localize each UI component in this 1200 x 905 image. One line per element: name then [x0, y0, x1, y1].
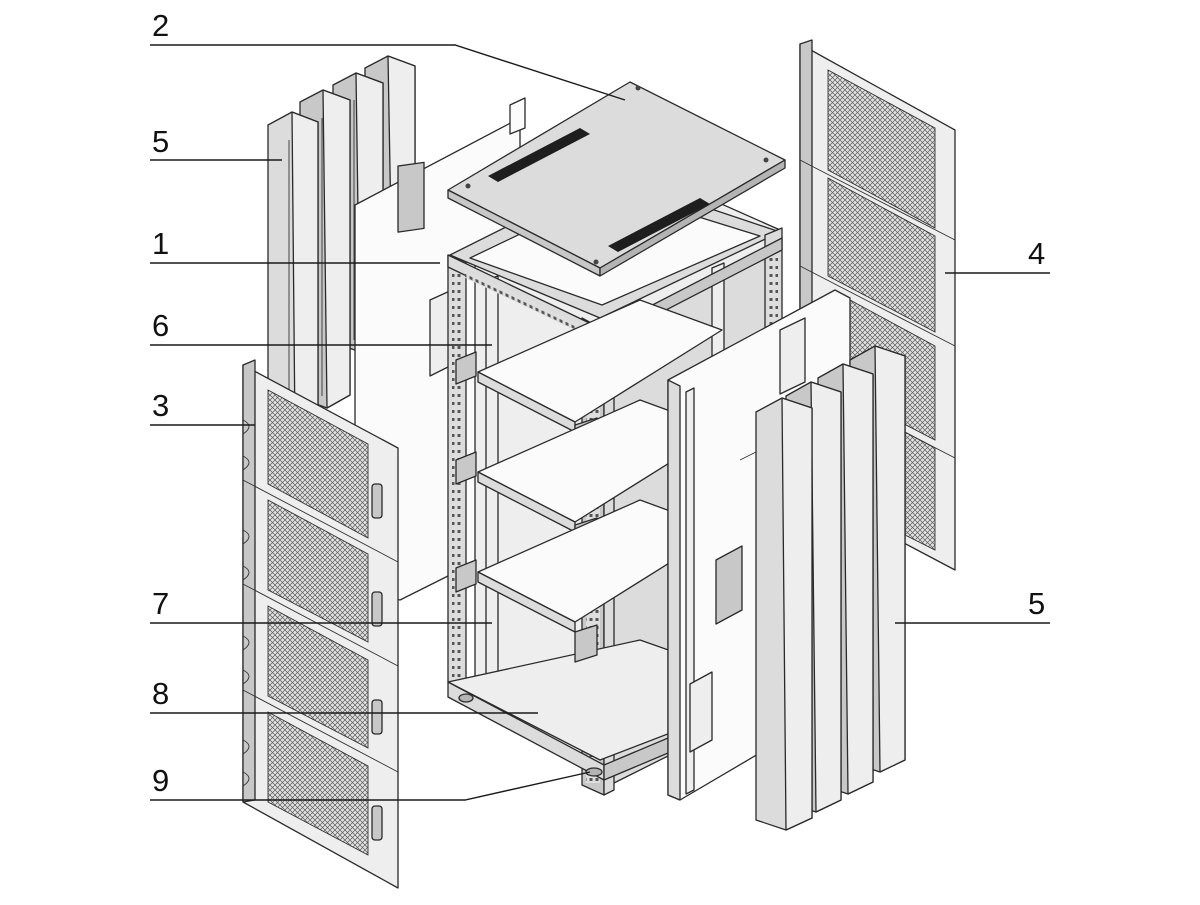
leader-lines [150, 44, 1050, 801]
top-cover-part [447, 81, 786, 277]
leader-top-cover [150, 44, 626, 101]
callout-shelves: 7 [152, 586, 169, 621]
callout-labels: 2 5 1 6 3 7 8 9 4 5 [152, 8, 1045, 798]
leader-feet [150, 771, 591, 801]
callout-base-plate: 8 [152, 676, 169, 711]
callout-mounting-rails: 6 [152, 308, 169, 343]
callout-top-cover: 2 [152, 8, 169, 43]
side-cable-ducts-part [755, 345, 906, 831]
front-door-part [242, 359, 399, 889]
callout-side-cable-ducts: 5 [1028, 586, 1045, 621]
callout-front-door: 3 [152, 388, 169, 423]
callout-frame: 1 [152, 226, 169, 261]
callout-rear-door: 4 [1028, 236, 1045, 271]
shelves-part [455, 299, 723, 663]
callout-feet: 9 [152, 763, 169, 798]
callout-rear-cable-ducts: 5 [152, 124, 169, 159]
